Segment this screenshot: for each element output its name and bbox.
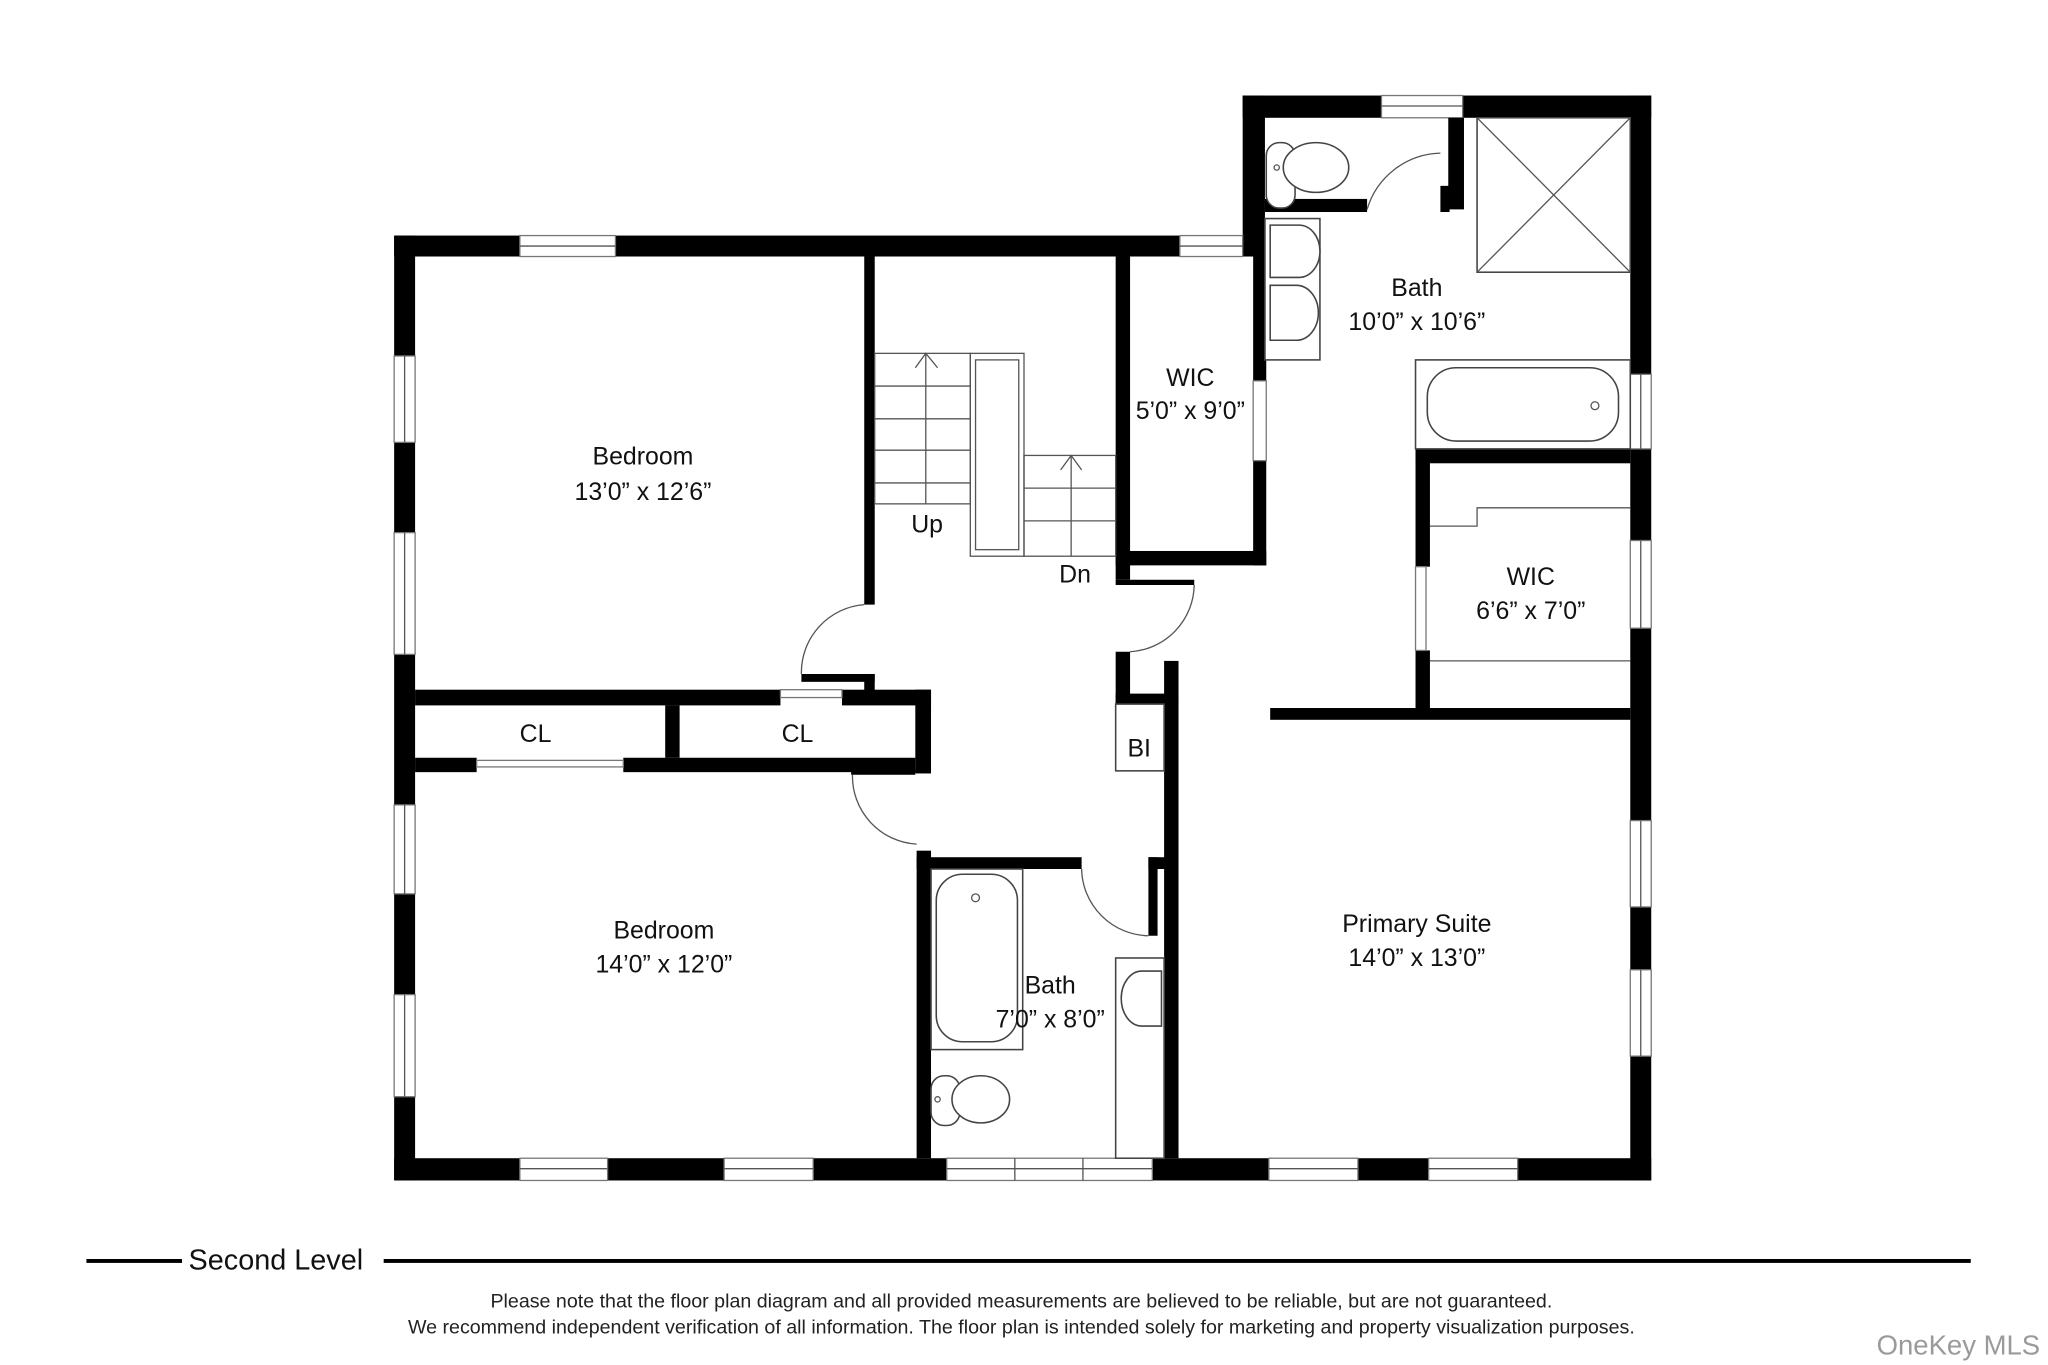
room-primary-suite-dims: 14’0” x 13’0”	[1348, 944, 1485, 972]
room-wic-2-name: WIC	[1507, 563, 1555, 591]
room-wic-1-dims: 5’0” x 9’0”	[1136, 397, 1245, 425]
closet-2-label: CL	[782, 720, 814, 748]
room-bedroom-2-name: Bedroom	[613, 916, 714, 944]
doors	[475, 152, 1441, 937]
level-rule-right	[383, 1258, 1971, 1263]
staircase[interactable]	[874, 352, 1117, 557]
windows	[393, 94, 1652, 1182]
sink-icon	[1269, 284, 1320, 342]
room-bedroom-1-dims: 13’0” x 12’6”	[575, 478, 712, 506]
interior-walls	[415, 117, 1631, 1159]
disclaimer-line-1: Please note that the floor plan diagram …	[490, 1290, 1552, 1312]
toilet-icon	[930, 1074, 1011, 1127]
room-bedroom-1-name: Bedroom	[592, 443, 693, 471]
room-primary-suite-name: Primary Suite	[1342, 910, 1491, 938]
level-label: Second Level	[189, 1244, 364, 1276]
room-primary-bath-name: Bath	[1391, 274, 1442, 302]
built-in-label: BI	[1127, 734, 1151, 762]
room-labels: Bedroom 13’0” x 12’6” Bedroom 14’0” x 12…	[520, 274, 1586, 1034]
toilet-icon	[1265, 141, 1350, 209]
room-hall-bath-name: Bath	[1025, 971, 1076, 999]
watermark: OneKey MLS	[1877, 1330, 2041, 1361]
bathtub-icon	[935, 873, 1019, 1043]
footer: Second Level Please note that the floor …	[86, 1244, 2041, 1361]
fixtures	[930, 117, 1632, 1160]
level-rule-left	[86, 1258, 183, 1263]
room-wic-2-dims: 6’6” x 7’0”	[1476, 597, 1585, 625]
closet-1-label: CL	[520, 720, 552, 748]
room-wic-1-name: WIC	[1166, 364, 1214, 392]
room-hall-bath-dims: 7’0” x 8’0”	[996, 1005, 1105, 1033]
bathtub-icon	[1426, 366, 1620, 442]
room-bedroom-2-dims: 14’0” x 12’0”	[595, 950, 732, 978]
sink-icon	[1120, 970, 1163, 1027]
stairs-down-label: Dn	[1059, 560, 1091, 588]
sink-icon	[1269, 224, 1321, 279]
stairs-up-label: Up	[911, 511, 943, 539]
room-primary-bath-dims: 10’0” x 10’6”	[1348, 308, 1485, 336]
disclaimer-line-2: We recommend independent verification of…	[408, 1317, 1635, 1339]
